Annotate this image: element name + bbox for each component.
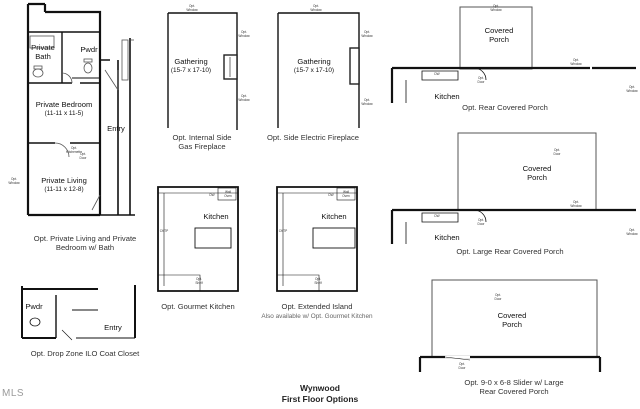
caption-rear-porch: Opt. Rear Covered Porch <box>462 103 548 112</box>
svg-text:Shelf: Shelf <box>195 281 202 285</box>
svg-text:Window: Window <box>361 34 373 38</box>
svg-text:Opt.: Opt. <box>495 293 501 297</box>
svg-text:Opt.: Opt. <box>313 4 319 8</box>
svg-text:Porch: Porch <box>527 173 547 182</box>
svg-text:Oven: Oven <box>224 194 232 198</box>
svg-text:Porch: Porch <box>502 320 522 329</box>
room-covered-porch-slider: Covered <box>498 311 527 320</box>
svg-text:Opt.: Opt. <box>364 30 370 34</box>
svg-text:Opt.: Opt. <box>71 146 77 150</box>
svg-text:Wall: Wall <box>225 190 231 194</box>
room-kitchen-rear: Kitchen <box>434 92 459 101</box>
svg-text:Opt.: Opt. <box>189 4 195 8</box>
caption-gourmet-kitchen: Opt. Gourmet Kitchen <box>161 302 235 311</box>
room-pwdr: Pwdr <box>80 45 98 54</box>
svg-text:Window: Window <box>361 102 373 106</box>
svg-text:Opt.: Opt. <box>241 30 247 34</box>
fireplace-plans <box>167 12 360 130</box>
svg-text:DW: DW <box>434 214 439 218</box>
svg-text:Opt.: Opt. <box>478 218 484 222</box>
svg-text:Shelf: Shelf <box>314 281 321 285</box>
caption-electric-fireplace: Opt. Side Electric Fireplace <box>266 133 359 142</box>
room-entry: Entry <box>107 124 125 133</box>
svg-text:Window: Window <box>238 98 250 102</box>
caption-private-living: Opt. Private Living and Private Bedroom … <box>33 234 137 253</box>
plan-name: Wynwood <box>300 383 340 393</box>
svg-text:Opt.: Opt. <box>241 94 247 98</box>
room-private-bath: Private <box>31 43 55 52</box>
svg-text:Opt.: Opt. <box>573 58 579 62</box>
svg-text:Window: Window <box>238 34 250 38</box>
room-pwdr-dropzone: Pwdr <box>25 302 43 311</box>
svg-text:Opt.: Opt. <box>364 98 370 102</box>
svg-text:Opt.: Opt. <box>554 148 560 152</box>
svg-text:Kitchenette: Kitchenette <box>66 150 82 154</box>
room-covered-porch-rear: Covered <box>485 26 514 35</box>
svg-text:CKTP: CKTP <box>279 229 288 233</box>
svg-text:Window: Window <box>570 204 582 208</box>
svg-text:Door: Door <box>495 297 503 301</box>
svg-text:DW: DW <box>328 193 333 197</box>
svg-text:(15-7 x 17-10): (15-7 x 17-10) <box>294 67 334 74</box>
caption-extended-island: Opt. Extended Island <box>281 302 353 311</box>
svg-text:Opt.: Opt. <box>629 228 635 232</box>
caption-drop-zone: Opt. Drop Zone ILO Coat Closet <box>30 349 140 358</box>
svg-text:Wall: Wall <box>343 190 349 194</box>
svg-text:Opt.: Opt. <box>478 76 484 80</box>
svg-text:Oven: Oven <box>342 194 350 198</box>
svg-text:Opt.: Opt. <box>493 4 499 8</box>
room-private-bedroom: Private Bedroom <box>36 100 93 109</box>
svg-text:Door: Door <box>80 156 88 160</box>
caption-large-porch: Opt. Large Rear Covered Porch <box>456 247 564 256</box>
svg-text:Door: Door <box>478 80 486 84</box>
kitchen-plans <box>157 186 358 292</box>
svg-text:Opt.: Opt. <box>80 152 86 156</box>
svg-text:Opt.: Opt. <box>629 85 635 89</box>
svg-text:Window: Window <box>186 8 198 12</box>
svg-text:CKTP: CKTP <box>160 229 169 233</box>
svg-text:(11-11 x 11-5): (11-11 x 11-5) <box>45 110 84 117</box>
svg-text:Bath: Bath <box>35 52 51 61</box>
svg-text:Door: Door <box>554 152 562 156</box>
svg-text:(15-7 x 17-10): (15-7 x 17-10) <box>171 67 211 74</box>
private-living-fixtures <box>29 35 134 211</box>
svg-text:Opt.: Opt. <box>11 177 17 181</box>
svg-text:Window: Window <box>490 8 502 12</box>
sheet-title: Wynwood First Floor Options <box>0 383 640 405</box>
caption-extended-island-note: Also available w/ Opt. Gourmet Kitchen <box>261 313 373 320</box>
svg-text:DW: DW <box>209 193 214 197</box>
svg-text:Opt.: Opt. <box>315 277 321 281</box>
room-kitchen-large: Kitchen <box>434 233 459 242</box>
svg-text:Opt.: Opt. <box>573 200 579 204</box>
svg-text:Opt.: Opt. <box>459 362 465 366</box>
svg-text:(11-11 x 12-8): (11-11 x 12-8) <box>44 186 83 193</box>
room-kitchen-gourmet: Kitchen <box>203 212 228 221</box>
caption-gas-fireplace: Opt. Internal Side Gas Fireplace <box>172 133 232 152</box>
svg-text:Window: Window <box>8 181 20 185</box>
svg-text:DW: DW <box>434 72 439 76</box>
room-covered-porch-large: Covered <box>523 164 552 173</box>
svg-text:Porch: Porch <box>489 35 509 44</box>
caption-slider: Opt. 9-0 x 6-8 Slider w/ Large Rear Cove… <box>464 378 564 397</box>
drop-zone-plan <box>21 285 136 341</box>
svg-text:Window: Window <box>626 89 638 93</box>
tiny-labels: Opt. Window Opt. Door Opt. Kitchenette O… <box>8 4 638 370</box>
svg-text:Window: Window <box>626 232 638 236</box>
room-gathering-gas: Gathering <box>174 57 207 66</box>
sheet-subtitle: First Floor Options <box>281 394 359 405</box>
room-labels: Private Bath Pwdr Private Bedroom (11-11… <box>25 26 551 332</box>
svg-text:Opt.: Opt. <box>196 277 202 281</box>
room-entry-dropzone: Entry <box>104 323 122 332</box>
svg-text:Door: Door <box>459 366 467 370</box>
room-kitchen-island: Kitchen <box>321 212 346 221</box>
porch-plans <box>390 6 636 372</box>
room-private-living: Private Living <box>41 176 87 185</box>
mls-watermark: MLS <box>2 388 25 399</box>
room-gathering-electric: Gathering <box>297 57 330 66</box>
svg-text:Window: Window <box>570 62 582 66</box>
svg-text:Door: Door <box>478 222 486 226</box>
svg-text:Window: Window <box>310 8 322 12</box>
